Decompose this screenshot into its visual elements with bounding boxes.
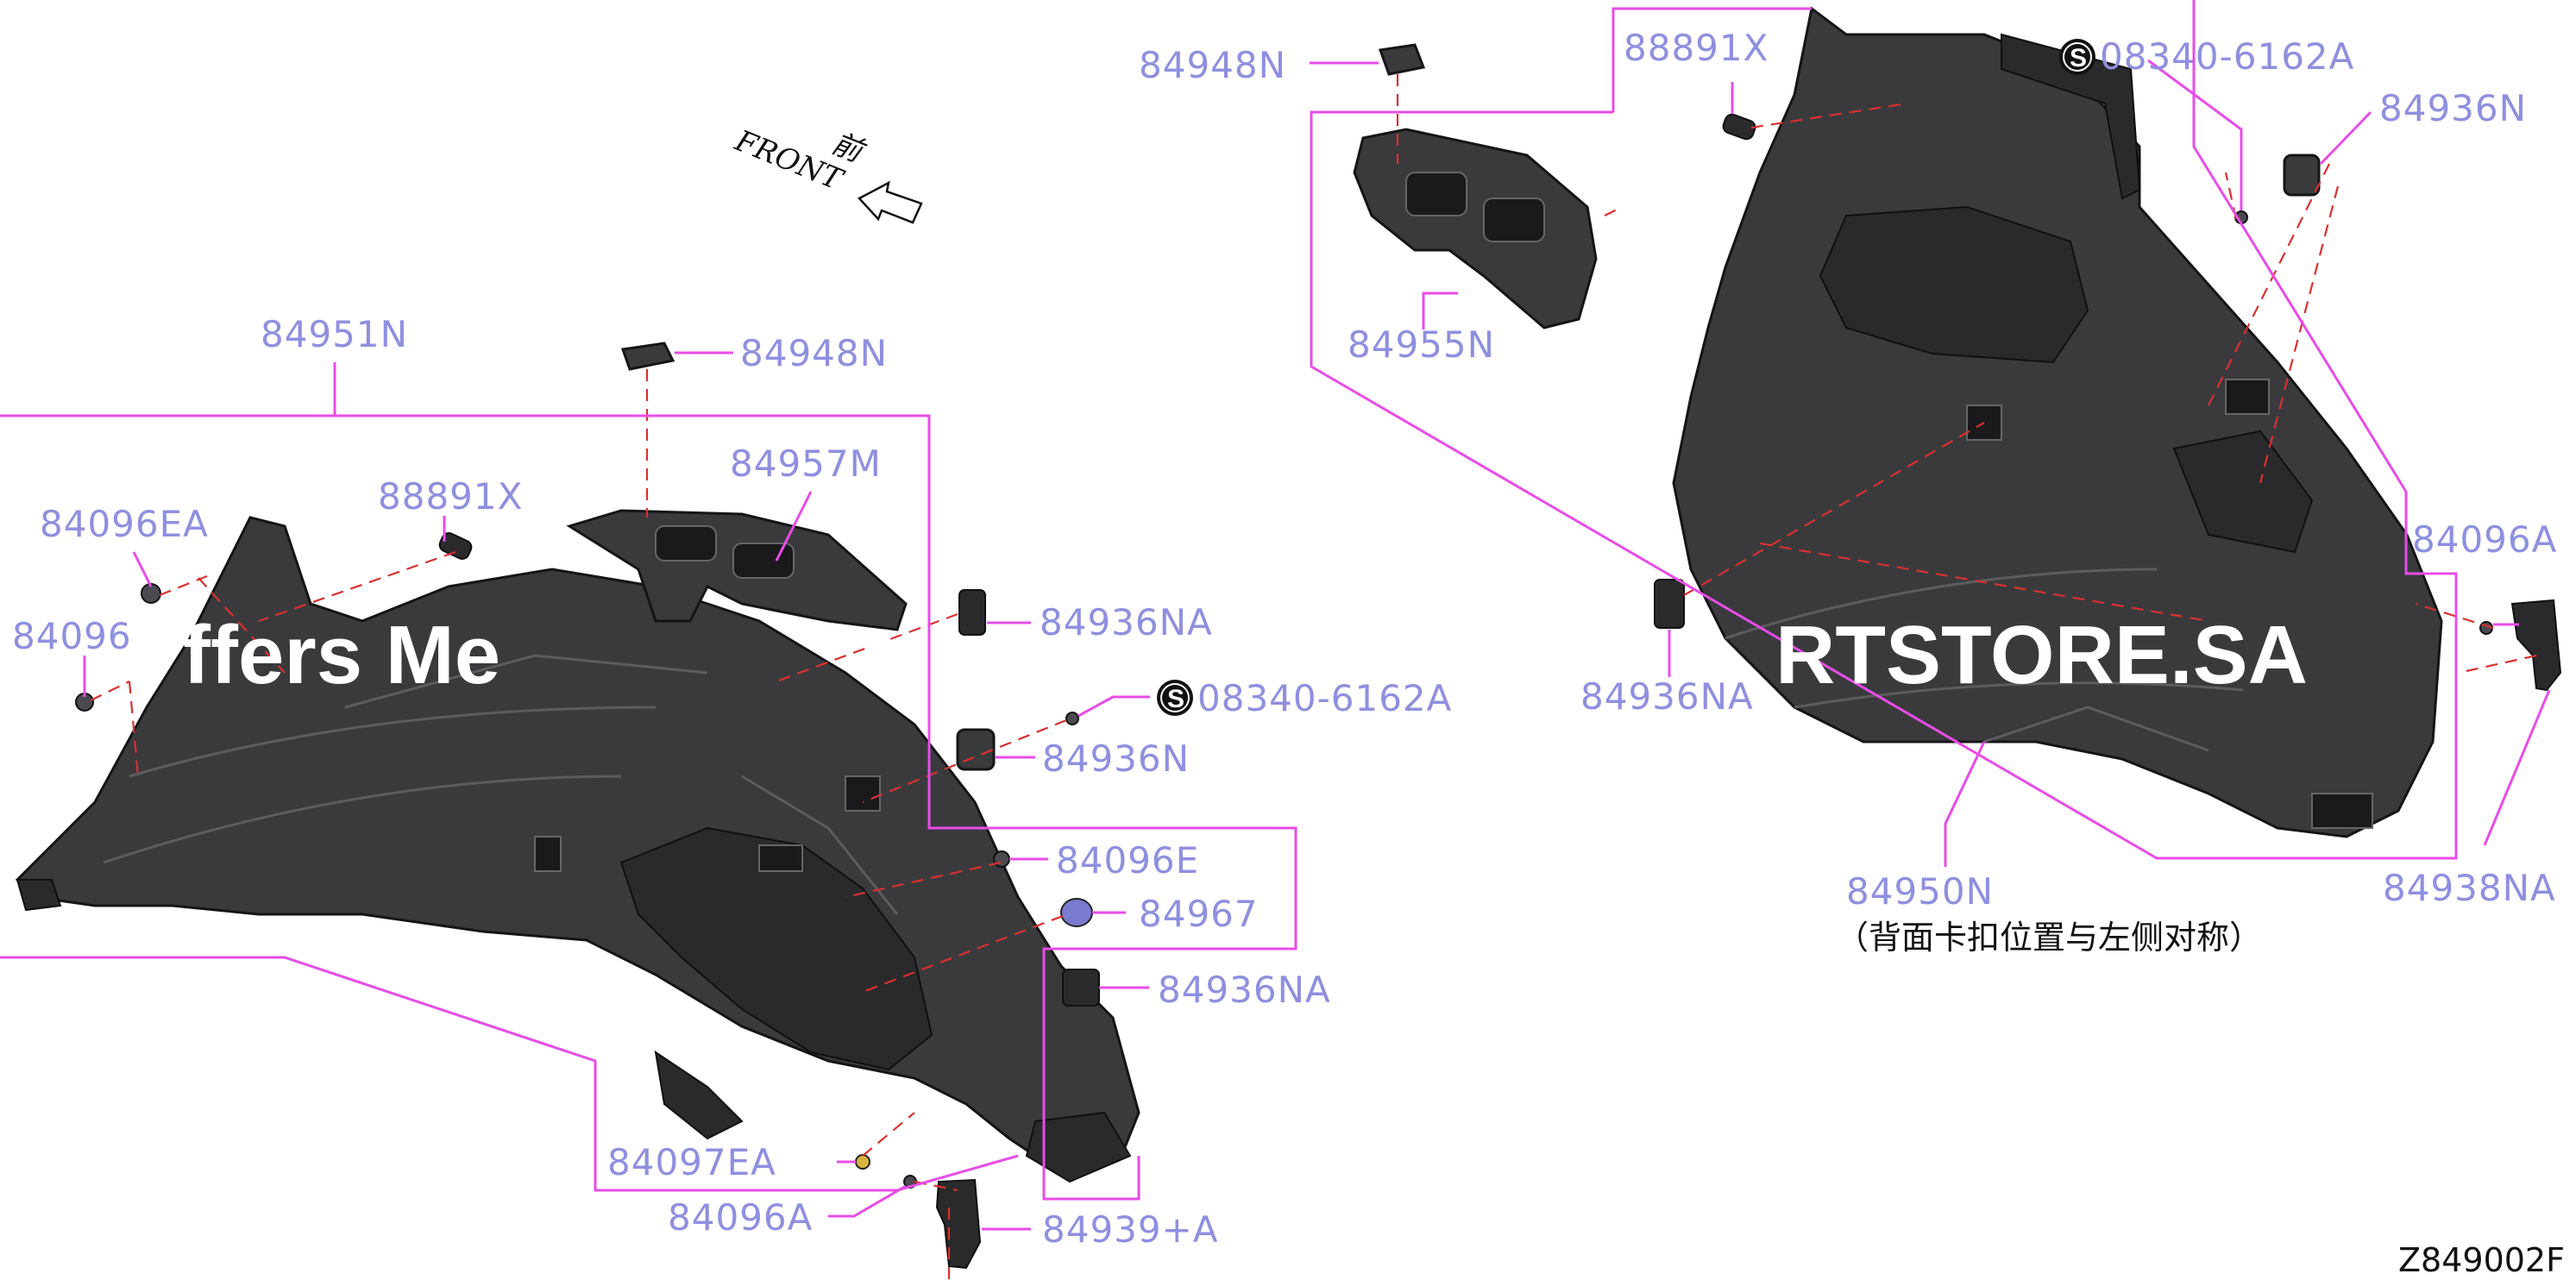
left-bracket-84936NA-a: [958, 589, 986, 636]
left-cover-84948N: [620, 342, 675, 371]
left-lamp-84936N: [956, 728, 996, 771]
label-84936NA-a: 84936NA: [1040, 601, 1213, 643]
right-cup-holder-84955N: [1353, 128, 1598, 329]
label-84936NA-c: 84936NA: [1580, 675, 1754, 718]
right-leader-lines: [1310, 0, 2551, 867]
left-clip-84096EA: [141, 583, 161, 604]
label-84936N-left: 84936N: [1042, 737, 1190, 780]
label-84096E-left: 84096: [12, 615, 132, 657]
front-arrow-icon: [857, 180, 923, 224]
label-84955N: 84955N: [1348, 323, 1495, 366]
label-88891X-left: 88891X: [378, 475, 523, 518]
label-84936NA-b: 84936NA: [1158, 969, 1331, 1011]
label-84967: 84967: [1139, 893, 1259, 935]
right-cover-84948N: [1378, 43, 1426, 76]
right-lamp-84936N: [2283, 154, 2321, 197]
right-bracket-84936NA: [1654, 579, 1685, 629]
right-quarter-trim-panel: [1672, 6, 2443, 838]
left-grommet-84967: [1060, 898, 1093, 927]
right-clip-88891X: [1722, 113, 1756, 141]
right-dashed-lines: [1396, 74, 2537, 675]
label-84948N-right: 84948N: [1139, 44, 1286, 86]
left-leader-lines: [0, 351, 1297, 1231]
left-bracket-84939A: [935, 1178, 982, 1270]
label-84936N-right: 84936N: [2379, 87, 2527, 129]
watermark-right: RTSTORE.SA: [1775, 609, 2308, 701]
label-84097EA: 84097EA: [607, 1141, 776, 1183]
label-84957M: 84957M: [730, 442, 882, 485]
label-08340-6162A-right: 08340-6162A: [2100, 35, 2354, 78]
left-screw-08340: [1065, 712, 1079, 725]
left-quarter-trim-panel: [15, 516, 1140, 1183]
s-symbol-icon: S: [2070, 44, 2087, 72]
label-84948N-left: 84948N: [740, 332, 888, 374]
left-bracket-84936NA-b: [1062, 969, 1100, 1007]
label-84939A: 84939+A: [1042, 1208, 1219, 1251]
diagram-code: Z849002F: [2398, 1241, 2565, 1279]
left-clip-88891X: [438, 532, 473, 560]
s-symbol-icon: S: [1167, 685, 1184, 713]
label-88891X-right: 88891X: [1624, 27, 1769, 69]
front-label: FRONT: [730, 123, 849, 198]
left-cup-holder-84957M: [566, 509, 908, 631]
part-labels: 84951N 84948N 84957M 88891X 84096EA 8409…: [12, 27, 2557, 1251]
left-dashed-lines: [90, 369, 1067, 1280]
label-84096E-right: 84096E: [1056, 839, 1199, 882]
front-direction-marker: FRONT 前: [730, 123, 923, 224]
watermark-left: ffers Me: [183, 609, 500, 701]
s-mark-left: S: [1157, 680, 1193, 716]
watermark: ffers Me t RTSTORE.SA: [183, 609, 2308, 701]
right-bracket-84938NA: [2510, 599, 2562, 692]
left-nut-84097EA: [855, 1154, 870, 1170]
label-84096A-left: 84096A: [668, 1196, 813, 1239]
watermark-mid: t: [870, 609, 897, 701]
label-84096A-right: 84096A: [2412, 518, 2557, 561]
label-08340-6162A-left: 08340-6162A: [1197, 677, 1452, 719]
label-84950N: 84950N: [1846, 870, 1994, 913]
label-84951N: 84951N: [261, 313, 408, 355]
mirror-note: （背面卡扣位置与左侧对称）: [1836, 919, 2262, 957]
label-84096EA: 84096EA: [40, 503, 209, 545]
label-84938NA: 84938NA: [2383, 867, 2556, 909]
s-mark-right: S: [2059, 39, 2095, 75]
